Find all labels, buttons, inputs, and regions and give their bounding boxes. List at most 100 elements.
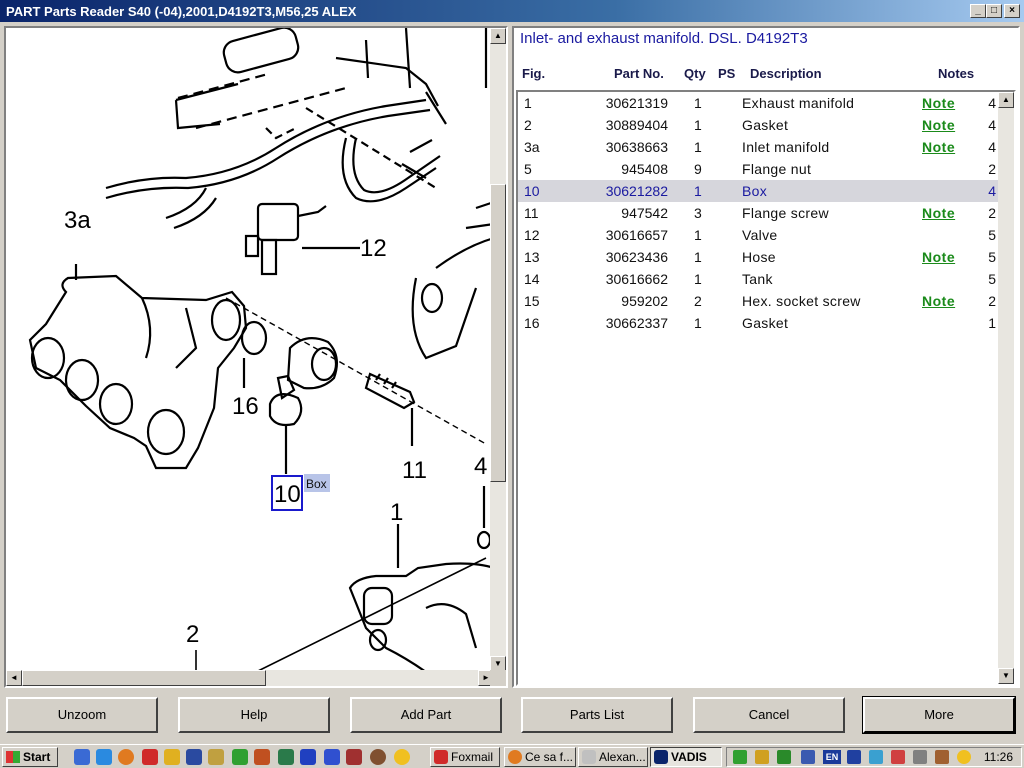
minimize-button[interactable]: _ bbox=[970, 4, 986, 18]
diagram-horizontal-scrollbar[interactable]: ◄ ► bbox=[6, 670, 494, 686]
note-link[interactable]: Note bbox=[922, 249, 956, 265]
callout-2[interactable]: 2 bbox=[186, 621, 199, 648]
media-icon[interactable] bbox=[324, 749, 340, 765]
firefox-icon[interactable] bbox=[118, 749, 134, 765]
ps-cell: 5 bbox=[988, 249, 996, 265]
app-icon[interactable] bbox=[278, 749, 294, 765]
fig-cell: 11 bbox=[524, 205, 539, 221]
qty-cell: 1 bbox=[694, 117, 702, 133]
note-link[interactable]: Note bbox=[922, 95, 956, 111]
add-part-button[interactable]: Add Part bbox=[350, 697, 502, 733]
part-no-cell: 30889404 bbox=[605, 117, 668, 133]
ps-cell: 1 bbox=[988, 315, 996, 331]
internet-explorer-icon[interactable] bbox=[96, 749, 112, 765]
connection-tray-icon[interactable] bbox=[847, 750, 861, 764]
vertical-scroll-thumb[interactable] bbox=[490, 184, 506, 482]
game-icon[interactable] bbox=[346, 749, 362, 765]
network-icon[interactable] bbox=[232, 749, 248, 765]
show-desktop-icon[interactable] bbox=[74, 749, 90, 765]
note-link[interactable]: Note bbox=[922, 293, 956, 309]
task-foxmail[interactable]: Foxmail bbox=[430, 747, 500, 767]
messenger-icon[interactable] bbox=[300, 749, 316, 765]
cancel-button[interactable]: Cancel bbox=[693, 697, 845, 733]
maximize-button[interactable]: □ bbox=[986, 4, 1002, 18]
fig-cell: 10 bbox=[524, 183, 540, 199]
qty-cell: 9 bbox=[694, 161, 702, 177]
task-vadis-label: VADIS bbox=[671, 750, 707, 764]
note-link[interactable]: Note bbox=[922, 205, 956, 221]
horizontal-scroll-thumb[interactable] bbox=[22, 670, 266, 686]
ps-cell: 4 bbox=[988, 139, 996, 155]
task-vadis[interactable]: VADIS bbox=[650, 747, 722, 767]
save-icon[interactable] bbox=[186, 749, 202, 765]
diagram-vertical-scrollbar[interactable]: ▲ ▼ bbox=[490, 28, 506, 672]
more-button[interactable]: More bbox=[862, 696, 1016, 734]
parts-list-button[interactable]: Parts List bbox=[521, 697, 673, 733]
help-button[interactable]: Help bbox=[178, 697, 330, 733]
update-tray-icon[interactable] bbox=[869, 750, 883, 764]
ball-icon[interactable] bbox=[370, 749, 386, 765]
parts-panel: Inlet- and exhaust manifold. DSL. D4192T… bbox=[512, 26, 1020, 688]
foxmail-quicklaunch-icon[interactable] bbox=[142, 749, 158, 765]
document-icon bbox=[582, 750, 596, 764]
scroll-down-arrow[interactable]: ▼ bbox=[490, 656, 506, 672]
task-alexan[interactable]: Alexan... bbox=[578, 747, 648, 767]
network-tray-icon[interactable] bbox=[733, 750, 747, 764]
title-bar[interactable]: PART Parts Reader S40 (-04),2001,D4192T3… bbox=[0, 0, 1024, 22]
callout-11[interactable]: 11 bbox=[402, 457, 427, 484]
qty-cell: 1 bbox=[694, 183, 702, 199]
list-scroll-down-arrow[interactable]: ▼ bbox=[998, 668, 1014, 684]
notes-icon[interactable] bbox=[208, 749, 224, 765]
alert-tray-icon[interactable] bbox=[891, 750, 905, 764]
note-link[interactable]: Note bbox=[922, 117, 956, 133]
scroll-up-arrow[interactable]: ▲ bbox=[490, 28, 506, 44]
description-cell: Hex. socket screw bbox=[742, 293, 861, 309]
close-button[interactable]: × bbox=[1004, 4, 1020, 18]
callout-10[interactable]: 10 bbox=[274, 481, 301, 508]
note-link[interactable]: Note bbox=[922, 139, 956, 155]
unzoom-button[interactable]: Unzoom bbox=[6, 697, 158, 733]
parts-list-scrollbar[interactable]: ▲ ▼ bbox=[998, 92, 1014, 684]
volume-tray-icon[interactable] bbox=[755, 750, 769, 764]
gasket-drawing bbox=[240, 320, 268, 356]
language-indicator[interactable]: EN bbox=[823, 750, 841, 764]
inlet-manifold-drawing bbox=[28, 274, 248, 470]
part-no-cell: 30621282 bbox=[605, 183, 668, 199]
smiley-icon[interactable] bbox=[394, 749, 410, 765]
scroll-left-arrow[interactable]: ◄ bbox=[6, 670, 22, 686]
exploded-parts-diagram[interactable]: 3a 12 16 11 4 1 2 10 Box bbox=[6, 28, 494, 672]
callout-3a[interactable]: 3a bbox=[64, 207, 91, 234]
ps-cell: 4 bbox=[988, 117, 996, 133]
folder-icon[interactable] bbox=[164, 749, 180, 765]
tools-icon[interactable] bbox=[254, 749, 270, 765]
qty-cell: 1 bbox=[694, 139, 702, 155]
list-scroll-up-arrow[interactable]: ▲ bbox=[998, 92, 1014, 108]
callout-1[interactable]: 1 bbox=[390, 499, 403, 526]
task-browser[interactable]: Ce sa f... bbox=[504, 747, 576, 767]
security-tray-icon[interactable] bbox=[777, 750, 791, 764]
callout-12[interactable]: 12 bbox=[360, 235, 387, 262]
keyboard-tray-icon[interactable] bbox=[913, 750, 927, 764]
app-window: PART Parts Reader S40 (-04),2001,D4192T3… bbox=[0, 0, 1024, 734]
smiley-tray-icon[interactable] bbox=[957, 750, 971, 764]
callout-16[interactable]: 16 bbox=[232, 393, 259, 420]
pen-tray-icon[interactable] bbox=[935, 750, 949, 764]
exhaust-manifold-drawing bbox=[411, 236, 494, 360]
callout-4[interactable]: 4 bbox=[474, 453, 487, 480]
valve-drawing bbox=[256, 202, 300, 242]
start-button[interactable]: Start bbox=[2, 747, 58, 767]
display-tray-icon[interactable] bbox=[801, 750, 815, 764]
qty-cell: 1 bbox=[694, 249, 702, 265]
